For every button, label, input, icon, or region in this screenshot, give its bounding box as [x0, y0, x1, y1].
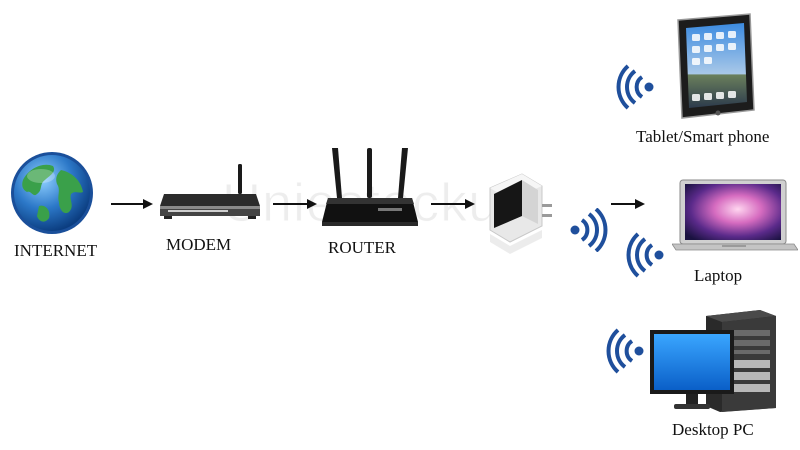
wifi-signal-icon [606, 328, 644, 374]
globe-icon [11, 152, 93, 234]
arrow-right-icon [431, 199, 475, 209]
router-icon [322, 148, 418, 226]
modem-label: MODEM [166, 235, 232, 254]
arrow-right-icon [611, 199, 645, 209]
wifi-extender-icon [489, 173, 552, 254]
wifi-signal-icon [616, 64, 654, 110]
router-label: ROUTER [328, 238, 396, 257]
modem-icon [160, 164, 260, 219]
internet-label: INTERNET [14, 241, 98, 260]
tablet-label: Tablet/Smart phone [636, 127, 770, 146]
arrow-right-icon [111, 199, 153, 209]
wifi-signal-icon [570, 208, 608, 252]
wifi-signal-icon [626, 232, 664, 278]
laptop-icon [672, 179, 798, 251]
desktop-pc-icon [650, 310, 776, 412]
tablet-icon [677, 13, 755, 119]
desktop-label: Desktop PC [672, 420, 754, 439]
laptop-label: Laptop [694, 266, 743, 285]
arrow-right-icon [273, 199, 317, 209]
